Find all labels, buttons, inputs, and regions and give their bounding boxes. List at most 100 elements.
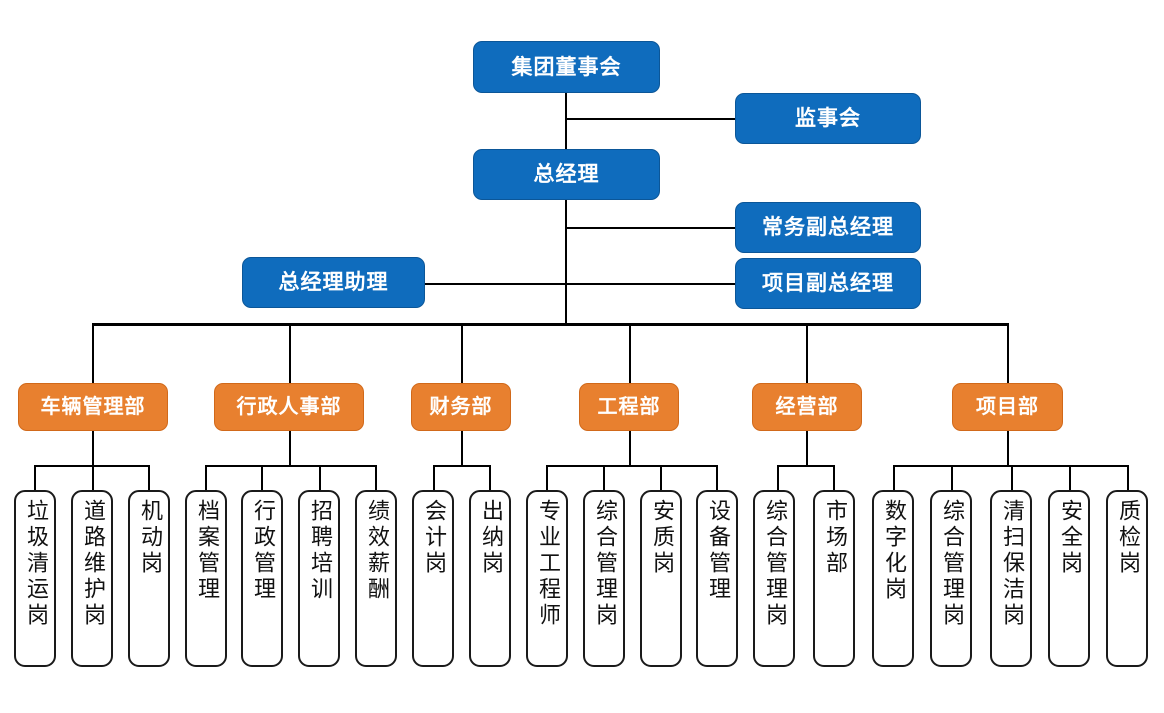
position-label: 安质岗	[648, 499, 674, 577]
connector-vehicle-drop-3	[148, 465, 150, 490]
position-box[interactable]: 综合管理岗	[930, 490, 972, 667]
connector-engineering-drop-1	[546, 465, 548, 490]
node-gm-assistant[interactable]: 总经理助理	[242, 257, 425, 308]
connector-bus-drop-project	[1007, 323, 1009, 383]
connector-finance-drop-2	[489, 465, 491, 490]
position-box[interactable]: 安质岗	[640, 490, 682, 667]
position-label: 档案管理	[193, 499, 219, 603]
position-box[interactable]: 综合管理岗	[583, 490, 625, 667]
connector-engineering-drop-4	[716, 465, 718, 490]
position-label: 综合管理岗	[761, 499, 787, 629]
position-box[interactable]: 行政管理	[241, 490, 283, 667]
position-label: 机动岗	[136, 499, 162, 577]
position-label: 行政管理	[249, 499, 275, 603]
connector-bus-drop-vehicle	[92, 323, 94, 383]
position-box[interactable]: 垃圾清运岗	[14, 490, 56, 667]
position-label: 质检岗	[1114, 499, 1140, 577]
department-label: 行政人事部	[236, 396, 342, 418]
connector-admin-bar	[205, 465, 377, 467]
department-label: 财务部	[429, 396, 493, 418]
connector-project-bar	[893, 465, 1127, 467]
connector-engineering-bar	[546, 465, 718, 467]
position-label: 专业工程师	[534, 499, 560, 629]
department-finance[interactable]: 财务部	[411, 383, 511, 431]
connector-project-drop-4	[1069, 465, 1071, 490]
position-box[interactable]: 档案管理	[185, 490, 227, 667]
node-general-manager[interactable]: 总经理	[473, 149, 660, 200]
position-box[interactable]: 出纳岗	[469, 490, 511, 667]
connector-project-drop-1	[893, 465, 895, 490]
connector-admin-stem	[289, 431, 291, 465]
position-box[interactable]: 质检岗	[1106, 490, 1148, 667]
connector-operations-drop-2	[833, 465, 835, 490]
position-box[interactable]: 安全岗	[1048, 490, 1090, 667]
node-label: 常务副总经理	[762, 216, 894, 239]
connector-spine-to-project-deputy	[565, 283, 735, 285]
connector-finance-stem	[461, 431, 463, 465]
connector-project-drop-2	[951, 465, 953, 490]
position-label: 设备管理	[704, 499, 730, 603]
position-label: 市场部	[821, 499, 847, 577]
node-project-deputy-gm[interactable]: 项目副总经理	[735, 258, 921, 309]
connector-admin-drop-4	[375, 465, 377, 490]
connector-project-drop-5	[1127, 465, 1129, 490]
position-box[interactable]: 市场部	[813, 490, 855, 667]
connector-gm-to-department-bus	[565, 200, 567, 325]
node-label: 集团董事会	[511, 55, 622, 79]
connector-operations-bar	[777, 465, 835, 467]
connector-vehicle-drop-1	[34, 465, 36, 490]
connector-project-stem	[1007, 431, 1009, 465]
connector-department-bus	[92, 323, 1007, 326]
connector-vehicle-drop-2	[92, 465, 94, 490]
position-box[interactable]: 数字化岗	[872, 490, 914, 667]
position-label: 会计岗	[420, 499, 446, 577]
connector-finance-drop-1	[433, 465, 435, 490]
position-box[interactable]: 设备管理	[696, 490, 738, 667]
position-box[interactable]: 会计岗	[412, 490, 454, 667]
position-box[interactable]: 绩效薪酬	[355, 490, 397, 667]
connector-spine-to-executive-deputy	[565, 227, 735, 229]
connector-board-to-gm	[565, 93, 567, 149]
connector-gm-spine-to-supervisory	[565, 118, 735, 120]
connector-admin-drop-2	[261, 465, 263, 490]
position-box[interactable]: 专业工程师	[526, 490, 568, 667]
position-label: 招聘培训	[306, 499, 332, 603]
department-engineering[interactable]: 工程部	[579, 383, 679, 431]
position-box[interactable]: 招聘培训	[298, 490, 340, 667]
position-label: 出纳岗	[477, 499, 503, 577]
position-label: 道路维护岗	[79, 499, 105, 629]
position-box[interactable]: 机动岗	[128, 490, 170, 667]
department-vehicle-management[interactable]: 车辆管理部	[18, 383, 168, 431]
position-label: 垃圾清运岗	[22, 499, 48, 629]
position-label: 综合管理岗	[938, 499, 964, 629]
node-label: 项目副总经理	[762, 272, 894, 295]
node-board-of-directors[interactable]: 集团董事会	[473, 41, 660, 93]
node-label: 总经理助理	[278, 271, 389, 294]
connector-engineering-drop-3	[660, 465, 662, 490]
department-admin-hr[interactable]: 行政人事部	[214, 383, 364, 431]
node-executive-deputy-gm[interactable]: 常务副总经理	[735, 202, 921, 253]
connector-bus-drop-engineering	[629, 323, 631, 383]
node-label: 总经理	[533, 163, 600, 186]
node-label: 监事会	[795, 107, 861, 130]
position-box[interactable]: 道路维护岗	[71, 490, 113, 667]
position-box[interactable]: 综合管理岗	[753, 490, 795, 667]
connector-admin-drop-1	[205, 465, 207, 490]
department-project[interactable]: 项目部	[952, 383, 1063, 431]
position-box[interactable]: 清扫保洁岗	[990, 490, 1032, 667]
position-label: 数字化岗	[880, 499, 906, 603]
connector-finance-bar	[433, 465, 491, 467]
connector-engineering-stem	[629, 431, 631, 465]
connector-operations-stem	[806, 431, 808, 465]
connector-bus-drop-admin	[289, 323, 291, 383]
department-label: 经营部	[775, 396, 839, 418]
connector-bus-drop-operations	[806, 323, 808, 383]
node-supervisory-board[interactable]: 监事会	[735, 93, 921, 144]
connector-bus-drop-finance	[461, 323, 463, 383]
department-operations[interactable]: 经营部	[752, 383, 862, 431]
position-label: 绩效薪酬	[363, 499, 389, 603]
department-label: 车辆管理部	[40, 396, 146, 418]
connector-operations-drop-1	[777, 465, 779, 490]
department-label: 项目部	[976, 396, 1039, 418]
